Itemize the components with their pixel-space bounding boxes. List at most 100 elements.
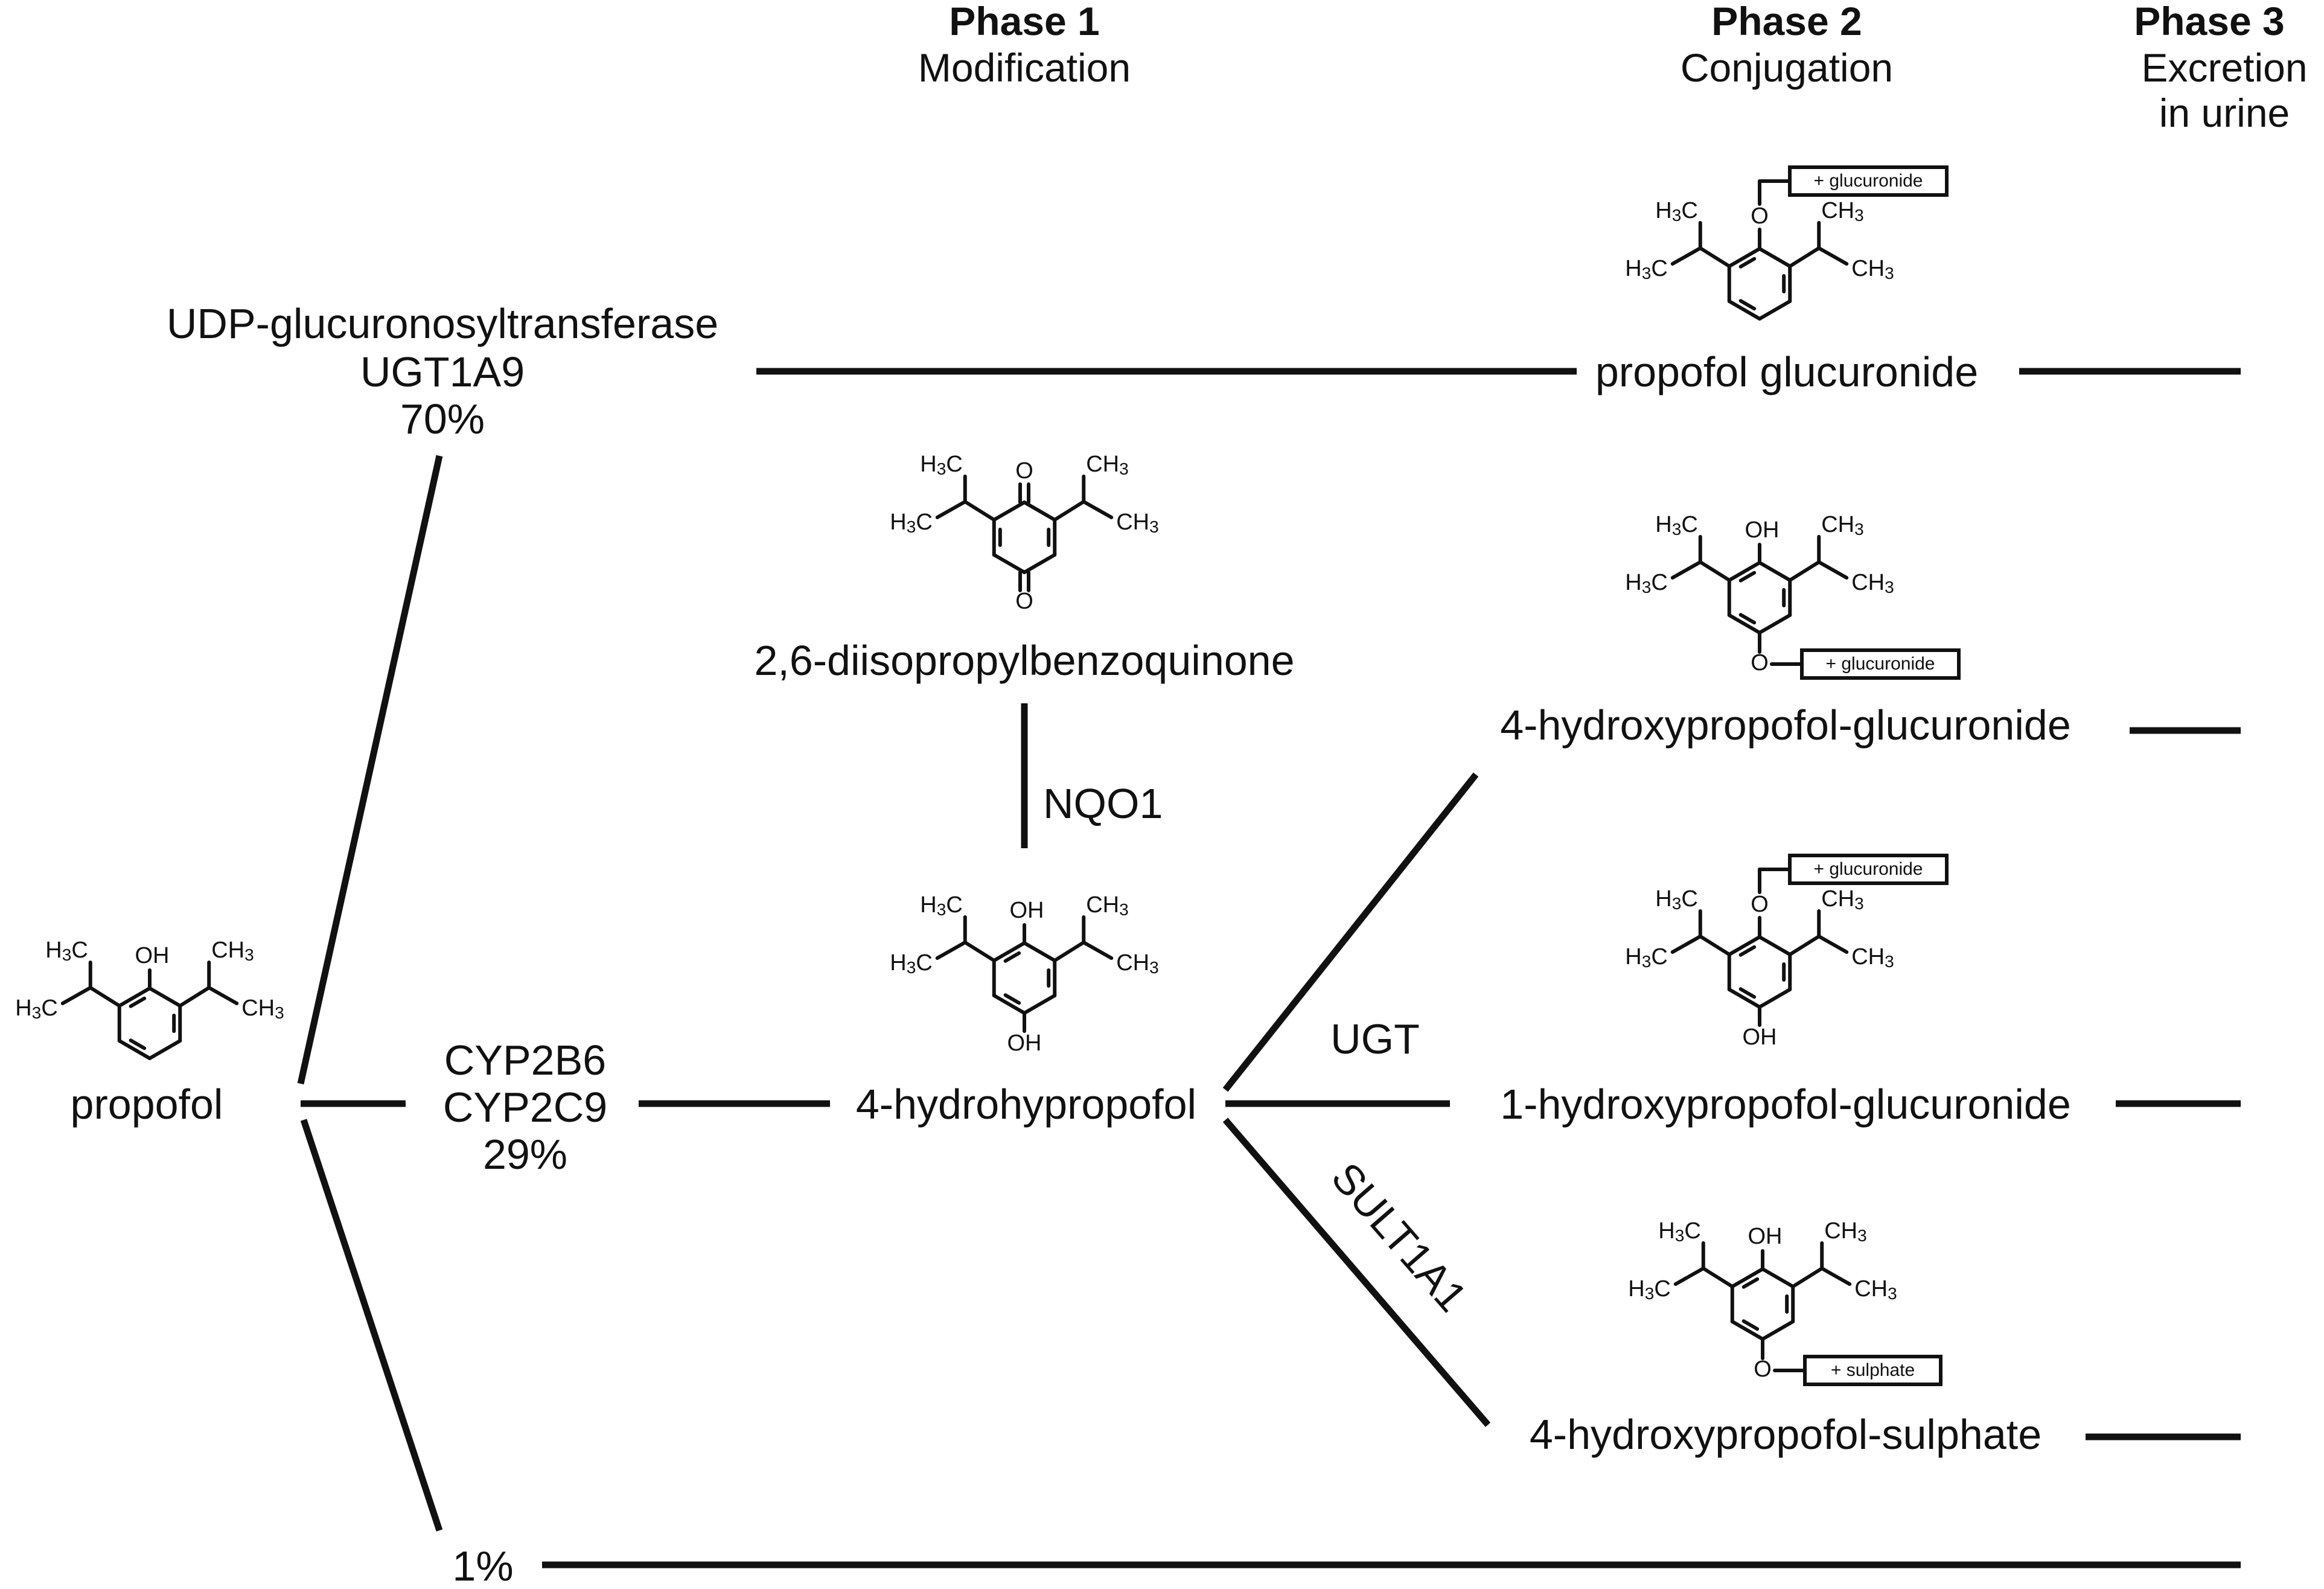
ugt1a9-label: UGT1A9 bbox=[360, 348, 525, 395]
isopropyl-bond bbox=[1053, 941, 1086, 962]
ring-bond bbox=[1727, 299, 1761, 321]
ring-bond bbox=[1758, 561, 1792, 582]
ring-bond bbox=[1758, 935, 1792, 956]
ring-double-bond bbox=[1738, 299, 1757, 311]
ch3-label: CH3 bbox=[1086, 452, 1128, 478]
ring-double-bond bbox=[1738, 257, 1757, 269]
oxygen-label: O bbox=[1751, 203, 1769, 229]
methyl-bond bbox=[1670, 935, 1702, 954]
phase-3-header: Phase 3 Excretion in urine bbox=[2134, 0, 2307, 135]
glucuronide-tag-box bbox=[1788, 854, 1949, 885]
ring-double-bond bbox=[1741, 1319, 1760, 1331]
isopropyl-bond bbox=[963, 500, 996, 522]
methyl-bond bbox=[935, 500, 967, 519]
ring-bond bbox=[992, 500, 1026, 522]
ring-bond bbox=[1023, 500, 1057, 522]
4-hydroxypropofol-glucuronide-label: 4-hydroxypropofol-glucuronide bbox=[1500, 702, 2071, 749]
ring-bond bbox=[1023, 553, 1057, 574]
isopropyl-bond bbox=[1791, 1267, 1824, 1288]
methyl-bond bbox=[935, 941, 967, 960]
ring-double-bond bbox=[1738, 571, 1757, 583]
h3c-label: H3C bbox=[1625, 944, 1667, 971]
phase-1-header: Phase 1 Modification bbox=[918, 0, 1131, 90]
phase-3-title: Phase 3 bbox=[2134, 0, 2285, 43]
methyl-bond bbox=[1082, 941, 1114, 960]
methyl-bond bbox=[1673, 1267, 1705, 1286]
ring-bond bbox=[1023, 994, 1057, 1015]
ugt-share-label: 70% bbox=[400, 395, 485, 443]
h3c-label: H3C bbox=[920, 892, 962, 919]
phase-2-header: Phase 2 Conjugation bbox=[1681, 0, 1893, 90]
h3c-label: H3C bbox=[1628, 1276, 1670, 1303]
ch3-label: CH3 bbox=[1854, 1276, 1897, 1303]
ch3-label: CH3 bbox=[1116, 950, 1158, 977]
arrow-to-4-glucuronide bbox=[1222, 772, 1479, 1092]
h3c-label: H3C bbox=[890, 510, 932, 536]
isopropyl-bond bbox=[1698, 246, 1731, 268]
oxygen-label: O bbox=[1751, 650, 1769, 676]
ring-bond bbox=[148, 986, 182, 1008]
ring-bond bbox=[992, 553, 1026, 574]
sulphate-tag-text: + sulphate bbox=[1831, 1360, 1915, 1380]
ring-double-bond bbox=[1738, 613, 1757, 625]
ring-bond bbox=[1758, 247, 1792, 268]
oh-label: OH bbox=[1007, 1031, 1042, 1056]
ring-bond bbox=[1761, 1267, 1795, 1288]
ring-bond bbox=[1758, 613, 1792, 635]
h3c-label: H3C bbox=[920, 452, 962, 478]
isopropyl-bond bbox=[1701, 1267, 1734, 1288]
ring-bond bbox=[1727, 935, 1761, 956]
methyl-bond bbox=[1817, 246, 1849, 266]
oxygen-label: O bbox=[1015, 589, 1033, 614]
isopropyl-bond bbox=[963, 941, 996, 962]
sulphate-tag-box bbox=[1803, 1355, 1943, 1386]
isopropyl-bond bbox=[1788, 935, 1821, 956]
methyl-bond bbox=[1817, 560, 1849, 580]
h3c-label: H3C bbox=[15, 996, 57, 1022]
pathway-lines bbox=[297, 368, 2241, 1568]
isopropyl-bond bbox=[1788, 246, 1821, 268]
ring-double-bond bbox=[129, 1038, 147, 1050]
pathway-labels: UDP-glucuronosyltransferase UGT1A9 70% C… bbox=[167, 300, 1476, 1589]
h3c-label: H3C bbox=[1658, 1218, 1700, 1245]
ch3-label: CH3 bbox=[1116, 510, 1158, 536]
oh-label: OH bbox=[1010, 898, 1044, 923]
phase-2-title: Phase 2 bbox=[1711, 0, 1862, 43]
h3c-label: H3C bbox=[890, 950, 932, 977]
ch3-label: CH3 bbox=[241, 996, 284, 1022]
phase-3-subtitle-line-2: in urine bbox=[2159, 91, 2290, 135]
h3c-label: H3C bbox=[1655, 512, 1697, 539]
minor-share-label: 1% bbox=[452, 1543, 513, 1589]
ch3-label: CH3 bbox=[1086, 892, 1128, 919]
ch3-label: CH3 bbox=[1851, 256, 1894, 283]
hydroxypropofol-label: 4-hydrohypropofol bbox=[856, 1081, 1196, 1128]
ring-bond bbox=[117, 986, 152, 1008]
ring-bond bbox=[148, 1039, 182, 1060]
oh-label: OH bbox=[135, 943, 170, 968]
glucuronide-tag-text: + glucuronide bbox=[1826, 654, 1935, 674]
ring-bond bbox=[992, 941, 1026, 962]
branch-line-ugt bbox=[297, 455, 443, 1085]
isopropyl-bond bbox=[1788, 560, 1821, 582]
phase-3-subtitle-line-1: Excretion bbox=[2141, 45, 2307, 90]
isopropyl-bond bbox=[178, 986, 211, 1008]
ring-double-bond bbox=[1738, 945, 1757, 957]
isopropyl-bond bbox=[1698, 560, 1731, 582]
ch3-label: CH3 bbox=[1821, 512, 1863, 539]
phase-1-subtitle: Modification bbox=[918, 45, 1131, 90]
glucuronide-tag-box bbox=[1788, 165, 1949, 197]
ring-bond bbox=[1023, 941, 1057, 962]
methyl-bond bbox=[1670, 560, 1702, 580]
methyl-bond bbox=[207, 986, 239, 1005]
methyl-bond bbox=[1817, 935, 1849, 954]
compound-labels: propofol propofol glucuronide 2,6-diisop… bbox=[71, 348, 2071, 1458]
ch3-label: CH3 bbox=[1821, 198, 1863, 225]
ring-bond bbox=[117, 1039, 152, 1060]
ring-bond bbox=[1758, 299, 1792, 321]
glucuronide-tag-text: + glucuronide bbox=[1814, 859, 1923, 879]
ch3-label: CH3 bbox=[1821, 886, 1863, 913]
ring-double-bond bbox=[1738, 987, 1757, 999]
phase-2-subtitle: Conjugation bbox=[1681, 45, 1893, 90]
